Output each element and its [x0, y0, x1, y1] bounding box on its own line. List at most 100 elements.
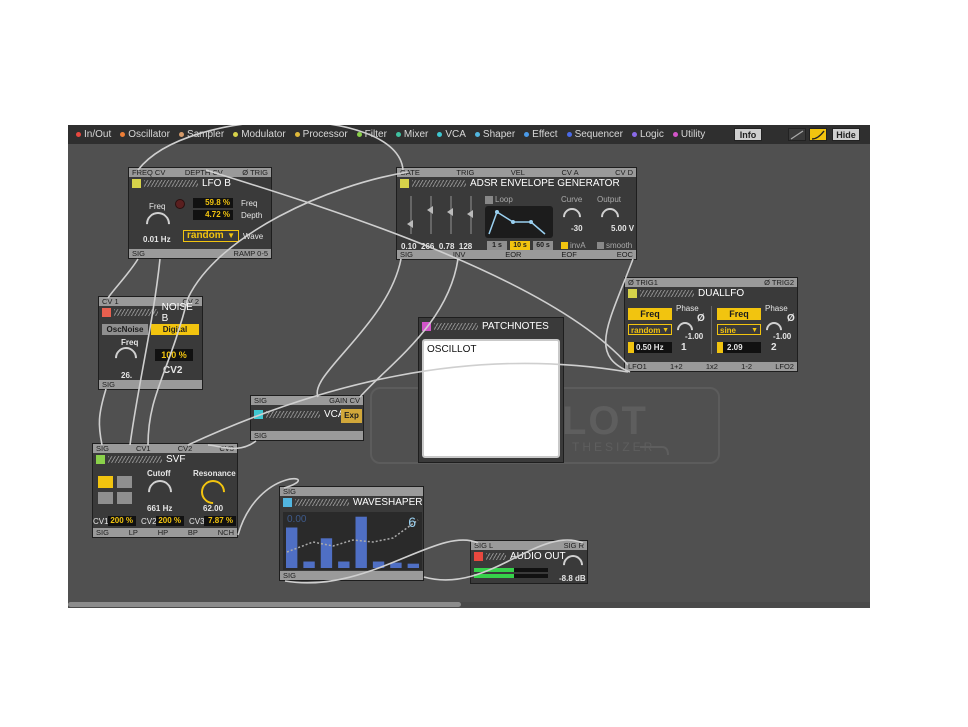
port-inv-out[interactable]: INV [452, 250, 466, 259]
rate-readout[interactable]: 59.8 % [193, 198, 233, 208]
waveshaper-bar[interactable] [303, 561, 315, 568]
port-phase-trig[interactable]: Ø TRIG [242, 168, 268, 177]
waveshaper-display[interactable]: 0.00 6 [283, 512, 422, 570]
lfo2-rate-readout[interactable]: 2.09 [717, 342, 761, 353]
lfo-b-title-bar[interactable]: LFO B [129, 177, 271, 190]
horizontal-scrollbar-thumb[interactable] [68, 602, 461, 607]
port-sig-l[interactable]: SIG L [474, 541, 494, 550]
port-sig-out[interactable]: SIG [283, 571, 296, 580]
category-utility[interactable]: Utility [672, 129, 705, 140]
port-cv1[interactable]: CV1 [136, 444, 151, 453]
module-audio-out[interactable]: SIG L SIG R AUDIO OUT -8.8 dB [470, 540, 588, 584]
envelope-display[interactable] [485, 206, 553, 238]
waveshaper-bar[interactable] [286, 527, 298, 569]
lfo1-freq-button[interactable]: Freq [628, 308, 672, 320]
lowpass-mode-button[interactable] [98, 476, 113, 488]
bandpass-mode-button[interactable] [98, 492, 113, 504]
module-svf[interactable]: SIG CV1 CV2 CV3 SVF Cutoff 661 Hz Resona… [92, 443, 238, 538]
drag-handle[interactable] [144, 180, 198, 187]
horizontal-scrollbar[interactable] [68, 602, 870, 608]
drag-handle[interactable] [486, 553, 506, 560]
svf-output-ports[interactable]: SIG LP HP BP NCH [93, 528, 237, 537]
audio-out-input-ports[interactable]: SIG L SIG R [471, 541, 587, 550]
module-duallfo[interactable]: Ø TRIG1 Ø TRIG2 DUALLFO Freq Phase Ø ran… [624, 277, 798, 372]
lfo2-freq-button[interactable]: Freq [717, 308, 761, 320]
module-patchnotes[interactable]: PATCHNOTES OSCILLOT [418, 317, 564, 463]
port-product-out[interactable]: 1x2 [705, 362, 718, 371]
port-sig-out[interactable]: SIG [254, 431, 267, 440]
drag-handle[interactable] [108, 456, 162, 463]
category-mixer[interactable]: Mixer [395, 129, 428, 140]
category-oscillator[interactable]: Oscillator [120, 129, 170, 140]
range-10s-button[interactable]: 10 s [510, 241, 530, 250]
waveshaper-output-ports[interactable]: SIG [280, 571, 423, 580]
category-in-out[interactable]: In/Out [76, 129, 111, 140]
port-gain-cv[interactable]: GAIN CV [329, 396, 360, 405]
port-sig-in[interactable]: SIG [96, 444, 109, 453]
patchnotes-textarea[interactable]: OSCILLOT [422, 339, 560, 458]
waveshaper-bar[interactable] [320, 538, 333, 568]
port-sig-in[interactable]: SIG [283, 487, 296, 496]
lfo-b-input-ports[interactable]: FREQ CV DEPTH CV Ø TRIG [129, 168, 271, 177]
port-sig-in[interactable]: SIG [254, 396, 267, 405]
port-trig[interactable]: TRIG [456, 168, 475, 177]
category-sequencer[interactable]: Sequencer [566, 129, 623, 140]
svf-title-bar[interactable]: SVF [93, 453, 237, 466]
range-60s-button[interactable]: 60 s [533, 241, 553, 250]
level-readout[interactable]: 100 % [155, 349, 193, 361]
port-eoc-out[interactable]: EOC [616, 250, 633, 259]
category-vca[interactable]: VCA [437, 129, 466, 140]
port-sig-r[interactable]: SIG R [563, 541, 584, 550]
duallfo-title-bar[interactable]: DUALLFO [625, 287, 797, 300]
category-modulator[interactable]: Modulator [233, 129, 286, 140]
drag-handle[interactable] [640, 290, 694, 297]
depth-readout[interactable]: 4.72 % [193, 210, 233, 220]
category-sampler[interactable]: Sampler [178, 129, 224, 140]
port-eof-out[interactable]: EOF [561, 250, 577, 259]
waveshaper-title-bar[interactable]: WAVESHAPER [280, 496, 423, 509]
cv2-amount-readout[interactable]: 200 % [156, 516, 184, 526]
category-filter[interactable]: Filter [356, 129, 387, 140]
category-effect[interactable]: Effect [524, 129, 558, 140]
lfo-b-output-ports[interactable]: SIG RAMP 0-5 [129, 249, 271, 258]
port-lp-out[interactable]: LP [128, 528, 138, 537]
port-cv-d[interactable]: CV D [615, 168, 633, 177]
waveshaper-bar[interactable] [407, 563, 419, 568]
waveshaper-bar[interactable] [338, 561, 350, 568]
port-phase-trig2[interactable]: Ø TRIG2 [764, 278, 794, 287]
highpass-mode-button[interactable] [117, 476, 132, 488]
adsr-output-ports[interactable]: SIG INV EOR EOF EOC [397, 250, 636, 259]
drag-handle[interactable] [113, 309, 158, 316]
port-cv3[interactable]: CV3 [219, 444, 234, 453]
port-vel[interactable]: VEL [510, 168, 525, 177]
waveshaper-bar[interactable] [355, 516, 367, 568]
port-diff-out[interactable]: 1-2 [741, 362, 752, 371]
waveshaper-input-ports[interactable]: SIG [280, 487, 423, 496]
drag-handle[interactable] [434, 323, 478, 330]
waveshaper-bar[interactable] [372, 561, 385, 568]
port-cv1[interactable]: CV 1 [102, 297, 119, 306]
waveshaper-bar[interactable] [390, 562, 402, 568]
noise-b-title-bar[interactable]: NOISE B [99, 302, 202, 324]
module-vca[interactable]: SIG GAIN CV VCA Exp SIG [250, 395, 364, 441]
patchnotes-title-bar[interactable]: PATCHNOTES [419, 320, 563, 333]
lfo1-wave-select[interactable]: random▼ [628, 324, 672, 335]
info-button[interactable]: Info [734, 128, 762, 141]
oscnoise-mode-button[interactable]: OscNoise [102, 324, 148, 335]
port-depth-cv[interactable]: DEPTH CV [184, 168, 223, 177]
port-eor-out[interactable]: EOR [505, 250, 522, 259]
drag-handle[interactable] [295, 499, 349, 506]
module-adsr[interactable]: GATE TRIG VEL CV A CV D ADSR ENVELOPE GE… [396, 167, 637, 260]
adsr-input-ports[interactable]: GATE TRIG VEL CV A CV D [397, 168, 636, 177]
port-nch-out[interactable]: NCH [217, 528, 234, 537]
digital-mode-button[interactable]: Digital [151, 324, 199, 335]
cv1-amount-readout[interactable]: 200 % [108, 516, 136, 526]
hide-button[interactable]: Hide [832, 128, 860, 141]
port-sig-out[interactable]: SIG [102, 380, 115, 389]
curved-wire-toggle[interactable] [809, 128, 827, 141]
port-cv2[interactable]: CV 2 [182, 297, 199, 306]
lfo2-wave-select[interactable]: sine▼ [717, 324, 761, 335]
port-sig-out[interactable]: SIG [400, 250, 413, 259]
port-cv2[interactable]: CV2 [177, 444, 193, 453]
